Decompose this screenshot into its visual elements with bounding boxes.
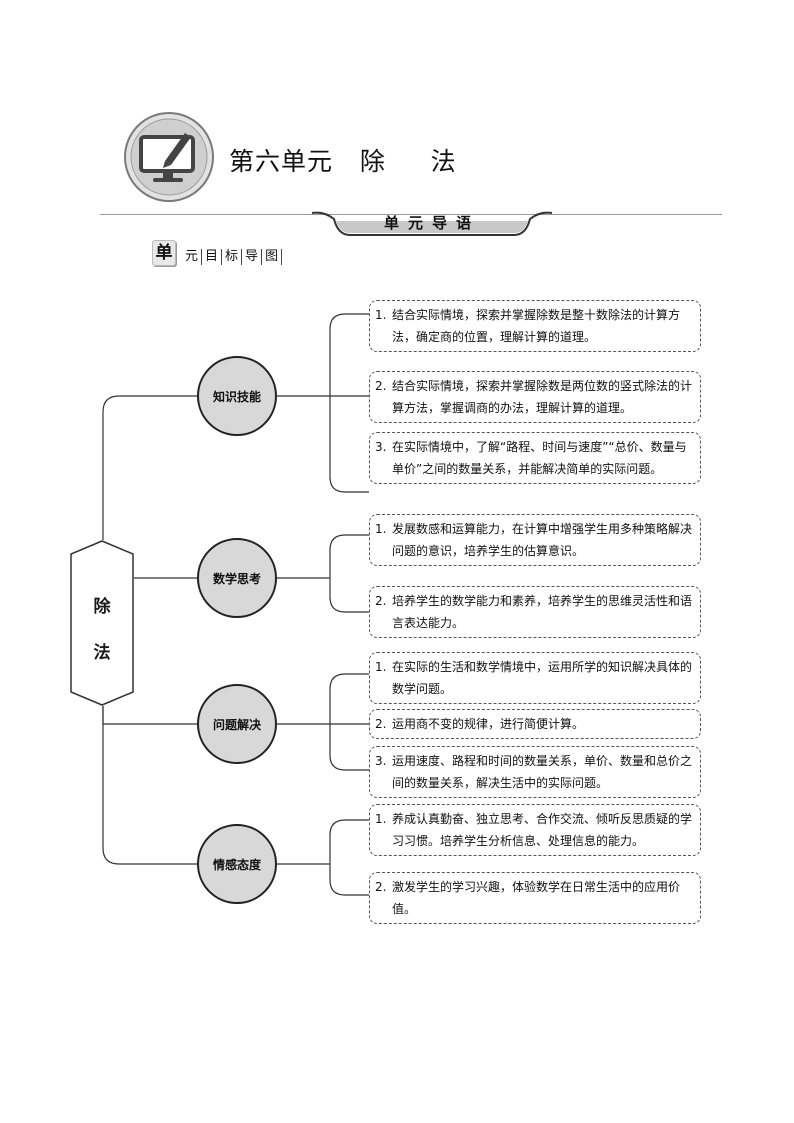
banner-shape bbox=[311, 211, 553, 236]
list-item: 1. 在实际的生活和数学情境中，运用所学的知识解决具体的数学问题。 bbox=[369, 652, 701, 704]
unit-goal-label: 单 元 目 标 导 图 bbox=[152, 240, 283, 266]
list-item: 2. 培养学生的数学能力和素养，培养学生的思维灵活性和语言表达能力。 bbox=[369, 586, 701, 638]
unit-title: 第六单元 除 法 bbox=[229, 147, 457, 176]
banner-title: 单元导语 bbox=[383, 214, 480, 232]
header-rule bbox=[100, 214, 722, 215]
list-item: 2. 激发学生的学习兴趣，体验数学在日常生活中的应用价值。 bbox=[369, 872, 701, 924]
list-item: 1. 结合实际情境，探索并掌握除数是整十数除法的计算方法，确定商的位置，理解计算… bbox=[369, 300, 701, 352]
goal-label-first: 单 bbox=[152, 240, 176, 266]
branch-knowledge-skills: 知识技能 bbox=[197, 356, 277, 436]
root-node-shape bbox=[70, 540, 134, 706]
monitor-pen-icon bbox=[124, 112, 214, 202]
goal-label-rest: 元 目 标 导 图 bbox=[182, 249, 283, 265]
root-node: 除 法 bbox=[70, 584, 134, 676]
list-item: 3. 运用速度、路程和时间的数量关系，单价、数量和总价之间的数量关系，解决生活中… bbox=[369, 746, 701, 798]
list-item: 2. 运用商不变的规律，进行简便计算。 bbox=[369, 709, 701, 739]
branch-problem-solving: 问题解决 bbox=[197, 684, 277, 764]
list-item: 1. 发展数感和运算能力，在计算中增强学生用多种策略解决问题的意识，培养学生的估… bbox=[369, 514, 701, 566]
list-item: 3. 在实际情境中，了解“路程、时间与速度”“总价、数量与单价”之间的数量关系，… bbox=[369, 432, 701, 484]
list-item: 1. 养成认真勤奋、独立思考、合作交流、倾听反思质疑的学习习惯。培养学生分析信息… bbox=[369, 804, 701, 856]
root-char-1: 除 bbox=[93, 597, 111, 617]
branch-emotion-attitude: 情感态度 bbox=[197, 824, 277, 904]
root-char-2: 法 bbox=[93, 643, 111, 663]
branch-math-thinking: 数学思考 bbox=[197, 538, 277, 618]
list-item: 2. 结合实际情境，探索并掌握除数是两位数的竖式除法的计算方法，掌握调商的办法，… bbox=[369, 371, 701, 423]
